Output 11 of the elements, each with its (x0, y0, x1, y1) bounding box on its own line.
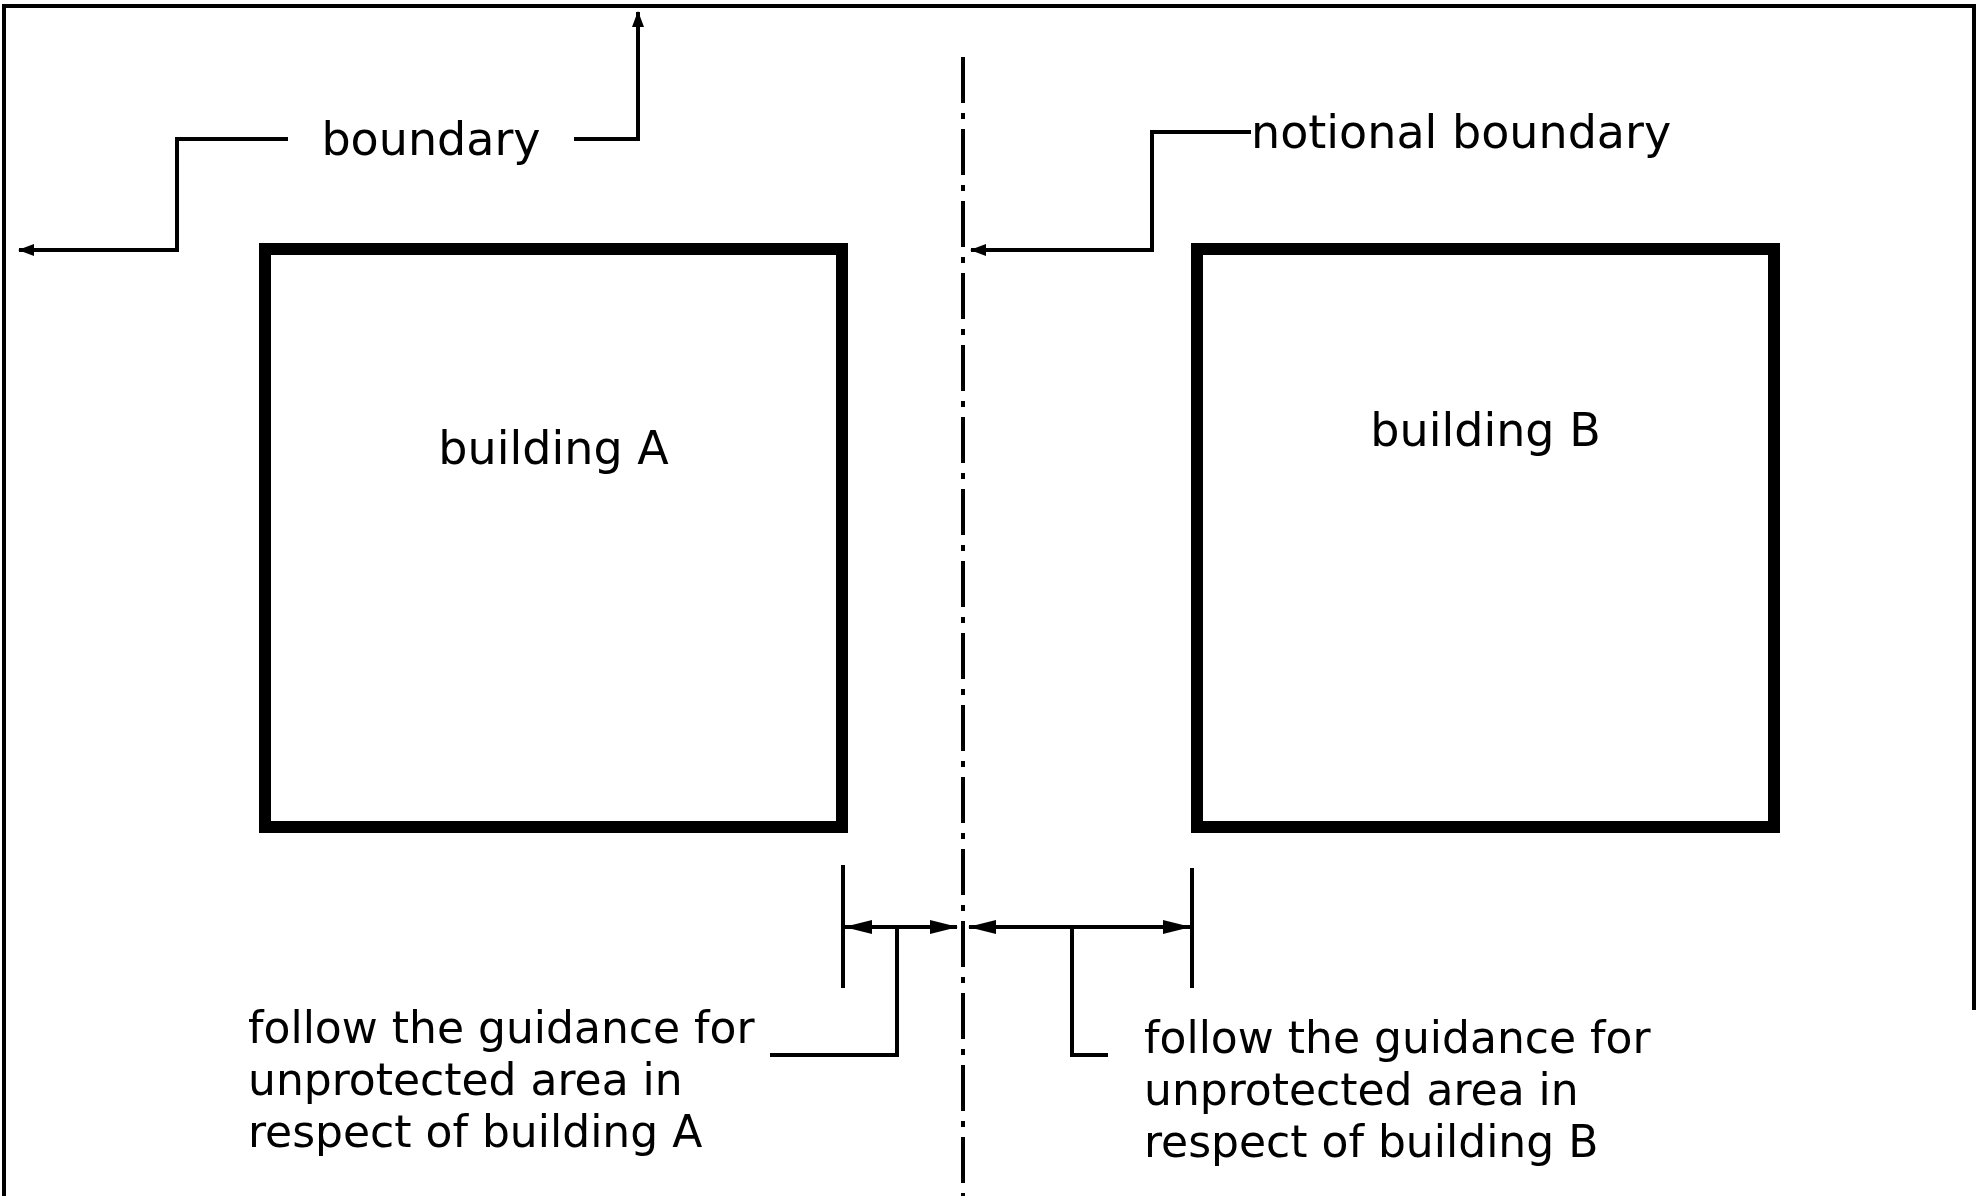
building-box (259, 243, 848, 833)
boundary-label: boundary (288, 110, 574, 168)
arrow (970, 130, 1251, 256)
arrow (574, 11, 644, 141)
leader-line (770, 929, 899, 1057)
boundary-label: notional boundary (1251, 103, 1691, 161)
note-text: follow the guidance for unprotected area in respect of building A (248, 1002, 770, 1162)
building-box (1191, 243, 1780, 833)
arrow (18, 137, 288, 256)
leader-line (1070, 929, 1108, 1057)
note-text: follow the guidance for unprotected area in respect of building B (1108, 1012, 1708, 1172)
